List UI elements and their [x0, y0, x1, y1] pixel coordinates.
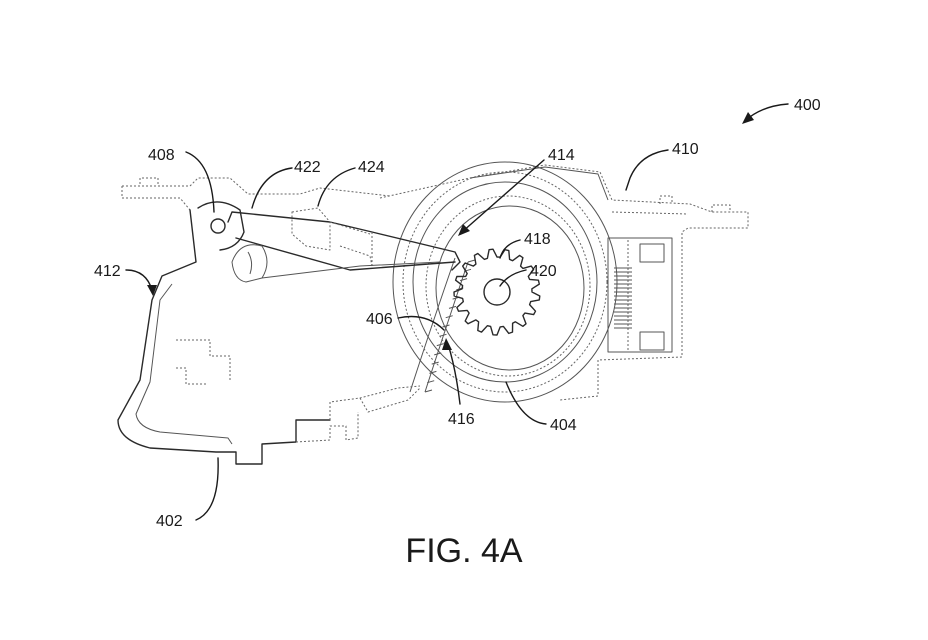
reference-labels: 400 408 422 424 414 410 412 418 420 406 …	[94, 97, 821, 530]
label-418: 418	[524, 231, 551, 248]
hub-420	[483, 278, 511, 306]
label-416: 416	[448, 411, 475, 428]
label-400: 400	[794, 97, 821, 114]
label-422: 422	[294, 159, 321, 176]
lever-arm-424	[227, 207, 461, 271]
label-414: 414	[548, 147, 575, 164]
label-420: 420	[530, 263, 557, 280]
label-412: 412	[94, 263, 121, 280]
label-404: 404	[550, 417, 577, 434]
figure-caption: FIG. 4A	[405, 532, 522, 570]
label-402: 402	[156, 513, 183, 530]
label-406: 406	[366, 311, 393, 328]
leader-lines	[125, 103, 789, 521]
label-424: 424	[358, 159, 385, 176]
housing-410	[379, 164, 749, 401]
label-410: 410	[672, 141, 699, 158]
drum-404	[392, 161, 618, 403]
pivot-408	[197, 201, 245, 251]
main-body-402	[117, 177, 441, 465]
label-408: 408	[148, 147, 175, 164]
gear-418	[453, 248, 541, 336]
